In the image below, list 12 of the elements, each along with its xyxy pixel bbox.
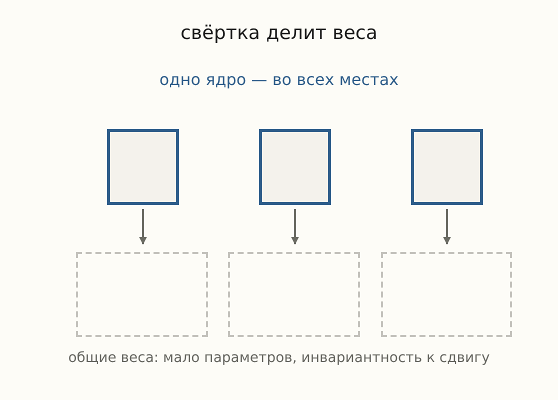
kernel-box bbox=[259, 129, 331, 205]
kernel-box bbox=[411, 129, 483, 205]
kernel-box bbox=[107, 129, 179, 205]
arrow bbox=[139, 209, 147, 245]
diagram-title: свёртка делит веса bbox=[179, 22, 379, 44]
subtitle: одно ядро — во всех местах bbox=[158, 70, 400, 89]
caption: общие веса: мало параметров, инвариантность к сдвигу bbox=[67, 350, 491, 366]
arrow bbox=[291, 209, 299, 245]
output-box bbox=[381, 252, 512, 337]
arrow bbox=[443, 209, 451, 245]
output-box bbox=[76, 252, 208, 337]
output-box bbox=[228, 252, 360, 337]
